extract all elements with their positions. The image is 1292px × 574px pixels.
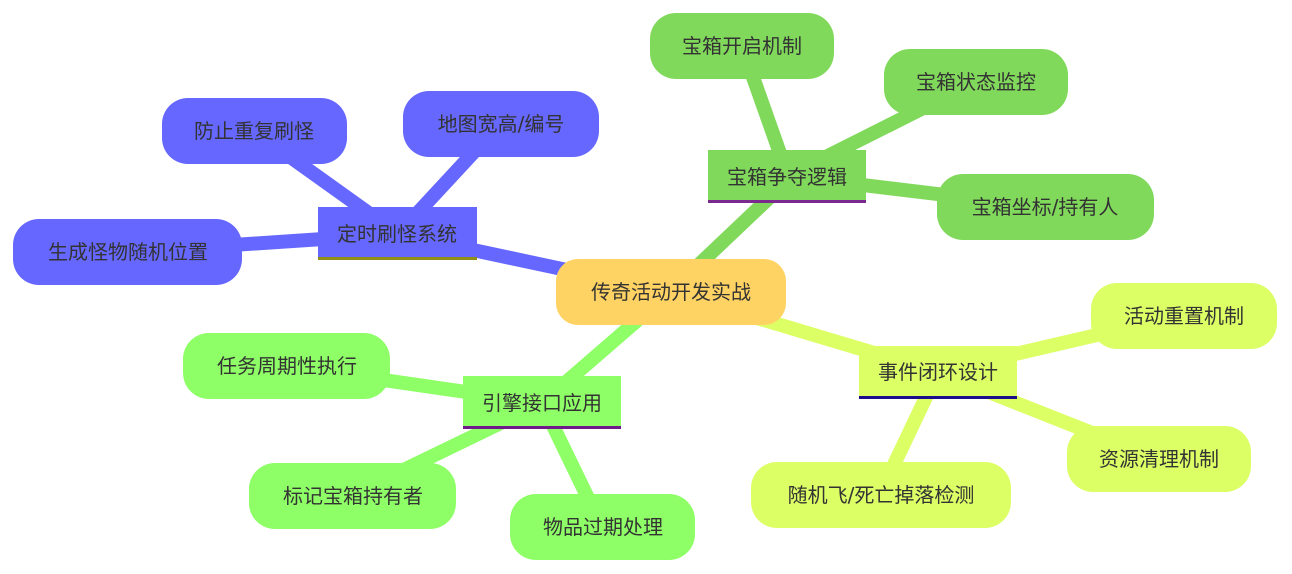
branch-node-treasure-logic: 宝箱争夺逻辑 xyxy=(708,150,866,203)
leaf-node-treasure-open: 宝箱开启机制 xyxy=(650,13,834,79)
branch-node-event-loop: 事件闭环设计 xyxy=(859,346,1017,399)
leaf-node-event-drop-detect: 随机飞/死亡掉落检测 xyxy=(751,462,1011,528)
leaf-node-treasure-coords: 宝箱坐标/持有人 xyxy=(937,174,1154,240)
leaf-label: 生成怪物随机位置 xyxy=(48,240,208,264)
branch-underline xyxy=(708,200,866,203)
root-node: 传奇活动开发实战 xyxy=(556,259,786,325)
branch-underline xyxy=(859,396,1017,399)
branch-label-spawn-system: 定时刷怪系统 xyxy=(337,222,457,246)
leaf-label: 任务周期性执行 xyxy=(217,354,357,378)
leaf-node-engine-mark-holder: 标记宝箱持有者 xyxy=(249,463,456,529)
branch-label-engine-api: 引擎接口应用 xyxy=(482,391,602,415)
leaf-label: 地图宽高/编号 xyxy=(438,112,565,136)
leaf-node-spawn-random-pos: 生成怪物随机位置 xyxy=(13,219,242,285)
branch-underline xyxy=(463,426,621,429)
leaf-label: 随机飞/死亡掉落检测 xyxy=(788,483,975,507)
branch-label-treasure-logic: 宝箱争夺逻辑 xyxy=(727,165,847,189)
branch-node-engine-api: 引擎接口应用 xyxy=(463,376,621,429)
leaf-node-event-reset: 活动重置机制 xyxy=(1091,283,1277,349)
leaf-label: 资源清理机制 xyxy=(1099,447,1219,471)
leaf-node-event-cleanup: 资源清理机制 xyxy=(1067,426,1251,492)
branch-underline xyxy=(318,257,477,260)
root-node-label: 传奇活动开发实战 xyxy=(591,280,751,304)
leaf-label: 宝箱坐标/持有人 xyxy=(972,195,1119,219)
leaf-label: 物品过期处理 xyxy=(543,515,663,539)
leaf-label: 宝箱状态监控 xyxy=(916,70,1036,94)
leaf-node-treasure-monitor: 宝箱状态监控 xyxy=(884,49,1068,115)
leaf-node-engine-periodic: 任务周期性执行 xyxy=(183,333,390,399)
branch-label-event-loop: 事件闭环设计 xyxy=(878,360,998,384)
leaf-node-spawn-mapsize: 地图宽高/编号 xyxy=(403,91,599,157)
leaf-label: 防止重复刷怪 xyxy=(194,119,314,143)
leaf-label: 宝箱开启机制 xyxy=(682,34,802,58)
branch-node-spawn-system: 定时刷怪系统 xyxy=(318,207,477,260)
leaf-node-engine-expire: 物品过期处理 xyxy=(510,494,695,560)
leaf-label: 活动重置机制 xyxy=(1124,304,1244,328)
leaf-label: 标记宝箱持有者 xyxy=(283,484,423,508)
leaf-node-spawn-prevent: 防止重复刷怪 xyxy=(162,98,347,164)
